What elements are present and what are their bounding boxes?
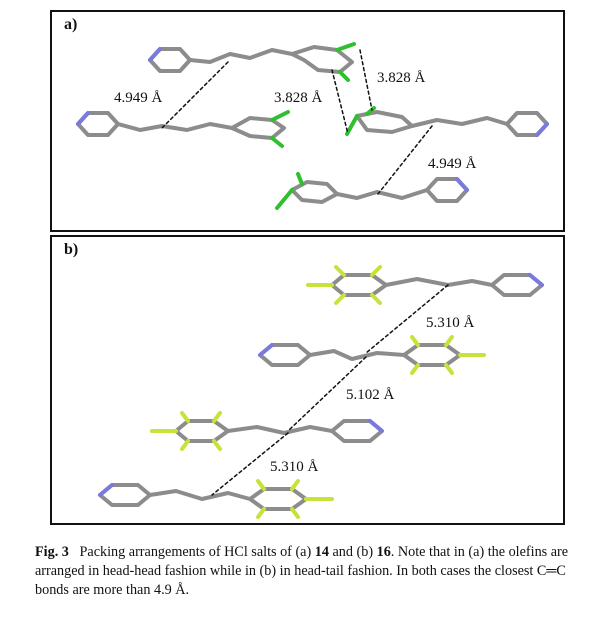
molecule-b1 xyxy=(306,265,544,305)
molecule-b2 xyxy=(258,335,486,375)
panel-a-structure xyxy=(76,42,549,210)
distance-label: 3.828 Å xyxy=(274,90,323,106)
molecule-b4 xyxy=(98,479,334,519)
distance-label: 4.949 Å xyxy=(428,156,477,172)
figure-label: Fig. 3 xyxy=(35,544,69,560)
molecule-a1 xyxy=(148,42,356,82)
panel-a-label: a) xyxy=(64,16,78,33)
figure-caption: Fig. 3 Packing arrangements of HCl salts… xyxy=(35,543,580,600)
distance-label: 5.102 Å xyxy=(346,387,395,403)
caption-text: and (b) xyxy=(328,544,377,560)
panel-b: b) xyxy=(50,235,565,525)
molecule-a4 xyxy=(275,172,469,210)
panel-a: a) xyxy=(50,10,565,232)
compound-number: 16 xyxy=(376,544,391,560)
panel-b-label: b) xyxy=(64,241,79,258)
molecule-a3 xyxy=(345,106,549,137)
molecule-b3 xyxy=(150,411,384,451)
distance-label: 3.828 Å xyxy=(377,70,426,86)
caption-text: Packing arrangements of HCl salts of (a) xyxy=(79,544,315,560)
compound-number: 14 xyxy=(314,544,329,560)
distance-label: 5.310 Å xyxy=(270,459,319,475)
caption-text: . Note that in (a) the olefins are arran… xyxy=(35,544,569,598)
distance-label: 4.949 Å xyxy=(114,90,163,106)
panel-b-structure xyxy=(98,265,544,519)
distance-label: 5.310 Å xyxy=(426,315,475,331)
molecule-a2 xyxy=(76,110,290,148)
